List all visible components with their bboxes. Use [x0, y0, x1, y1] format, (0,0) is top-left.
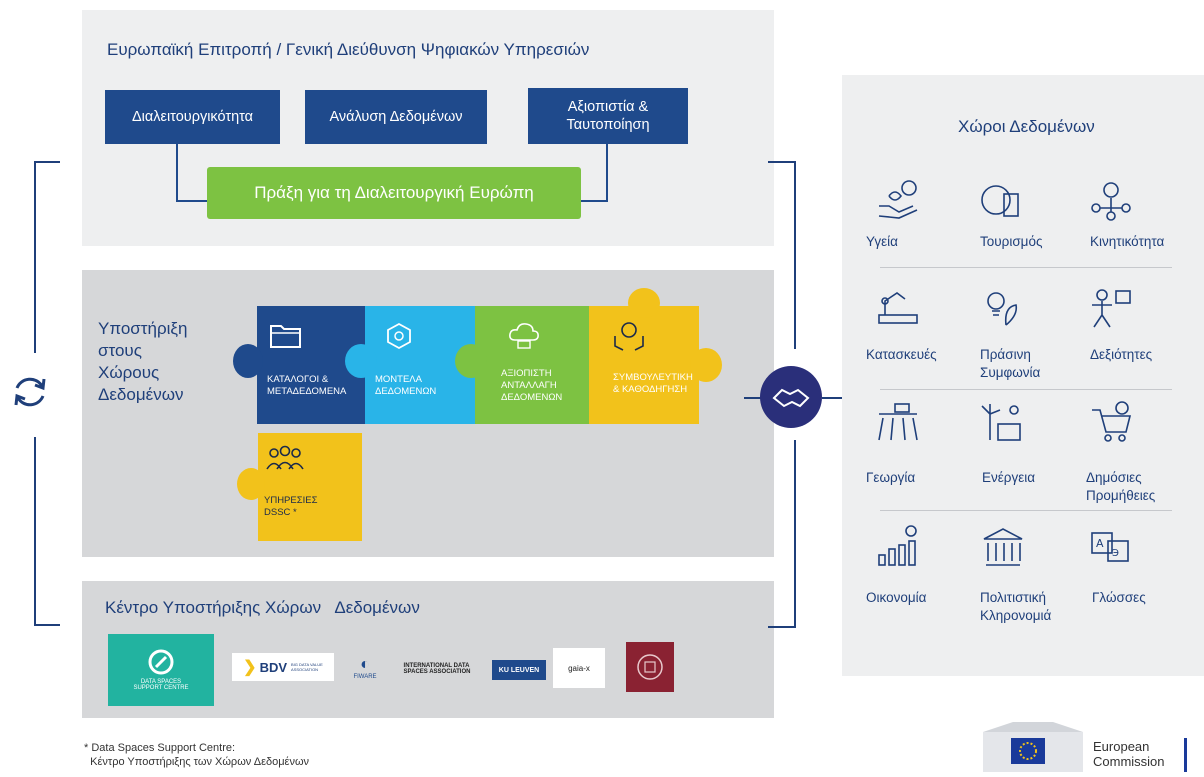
fiware-logo: ◐ FIWARE — [353, 656, 377, 680]
lightbulb-leaf-icon — [978, 285, 1024, 329]
location-network-icon — [1088, 178, 1134, 222]
svg-text:A: A — [1096, 537, 1104, 550]
domain-languages: Γλώσσες — [1092, 590, 1146, 605]
piece-knob-6 — [237, 468, 265, 500]
ku-leuven-logo: KU LEUVEN — [492, 660, 546, 680]
bottom-panel-title: Κέντρο Υποστήριξης Χώρων Δεδομένων — [105, 598, 420, 617]
piece-knob-1 — [233, 344, 263, 378]
box-data-analysis: Ανάλυση Δεδομένων — [305, 90, 487, 144]
dssc-logo: DATA SPACES SUPPORT CENTRE — [108, 634, 214, 706]
footnote: * Data Spaces Support Centre: Κέντρο Υπο… — [84, 742, 310, 769]
domain-green-deal: Πράσινη Συμφωνία — [980, 347, 1041, 380]
bar-chart-coin-icon — [875, 525, 921, 569]
lightbulb-hands-icon — [611, 318, 647, 356]
windmill-solar-icon — [978, 400, 1024, 444]
ec-logo-bar — [1184, 738, 1187, 772]
people-group-icon — [264, 443, 306, 479]
interoperable-europe-act: Πράξη για τη Διαλειτουργική Ευρώπη — [207, 167, 581, 219]
handshake-icon — [760, 366, 822, 428]
domain-energy: Ενέργεια — [982, 470, 1036, 485]
tractor-field-icon — [875, 400, 921, 444]
domain-mobility: Κινητικότητα — [1090, 234, 1165, 249]
idsa-logo: INTERNATIONAL DATA SPACES ASSOCIATION — [403, 663, 471, 675]
domain-cultural-heritage: Πολιτιστική Κληρονομιά — [980, 590, 1052, 623]
box-interoperability: Διαλειτουργικότητα — [105, 90, 280, 144]
piece-dssc-services: ΥΠΗΡΕΣΙΕΣ DSSC * — [258, 433, 362, 541]
domain-agriculture: Γεωργία — [866, 470, 916, 485]
domain-manufacturing: Κατασκευές — [866, 347, 937, 362]
cube-network-icon — [383, 320, 415, 356]
connector-line-right — [822, 397, 842, 399]
domain-skills: Δεξιότητες — [1090, 347, 1153, 362]
connector-left — [176, 144, 210, 202]
temple-icon — [980, 525, 1026, 569]
cycle-arrows-icon — [8, 370, 52, 414]
fiware-mark: ◐ — [360, 656, 370, 673]
piece-consulting: ΣΥΜΒΟΥΛΕΥΤΙΚΗ & ΚΑΘΟΔΗΓΗΣΗ — [589, 306, 699, 424]
gaiax-logo: gaia-x — [553, 648, 605, 688]
left-bracket-bottom — [34, 437, 60, 626]
piece-knob-3 — [455, 344, 487, 378]
right-bracket-bottom — [768, 440, 796, 628]
ec-logo-text: European Commission — [1093, 739, 1165, 769]
folder-icon — [269, 320, 303, 354]
person-book-icon — [1088, 285, 1134, 329]
bdv-logo: ❯ BDV BIG DATA VALUE ASSOCIATION — [232, 653, 334, 681]
left-bracket-top — [34, 161, 60, 353]
piece-knob-5 — [690, 348, 722, 382]
piece-knob-4 — [628, 288, 660, 318]
globe-luggage-icon — [978, 178, 1024, 222]
piece-trusted-exchange: ΑΞΙΟΠΙΣΤΗ ΑΝΤΑΛΛΑΓΗ ΔΕΔΟΜΕΝΩΝ — [475, 306, 589, 424]
domain-tourism: Τουρισμός — [980, 234, 1043, 249]
box-trust-identification: Αξιοπιστία & Ταυτοποίηση — [528, 88, 688, 144]
factory-robot-icon — [875, 285, 921, 329]
right-bracket-top — [768, 161, 796, 349]
domain-health: Υγεία — [866, 234, 898, 249]
middle-panel-title: Υποστήριξη στους Χώρους Δεδομένων — [98, 319, 188, 405]
piece-knob-2 — [345, 344, 377, 378]
right-panel-title: Χώροι Δεδομένων — [958, 117, 1095, 136]
domain-public-procurement: Δημόσιες Προμήθειες — [1086, 470, 1156, 503]
cloud-exchange-icon — [507, 320, 541, 354]
domain-finance: Οικονομία — [866, 590, 927, 605]
health-hand-icon — [875, 178, 921, 222]
right-panel — [842, 75, 1204, 676]
bdv-mark: ❯ — [243, 659, 257, 676]
shopping-cart-check-icon — [1088, 400, 1134, 444]
separator-3 — [880, 510, 1172, 511]
ec-logo-building — [983, 722, 1083, 772]
university-seal-logo — [626, 642, 674, 692]
separator-2 — [880, 389, 1172, 390]
connector-line-left — [744, 397, 762, 399]
separator-1 — [880, 267, 1172, 268]
top-panel-title: Ευρωπαϊκή Επιτροπή / Γενική Διεύθυνση Ψη… — [107, 40, 590, 59]
connector-right — [580, 144, 608, 202]
svg-text:Э: Э — [1112, 548, 1119, 559]
